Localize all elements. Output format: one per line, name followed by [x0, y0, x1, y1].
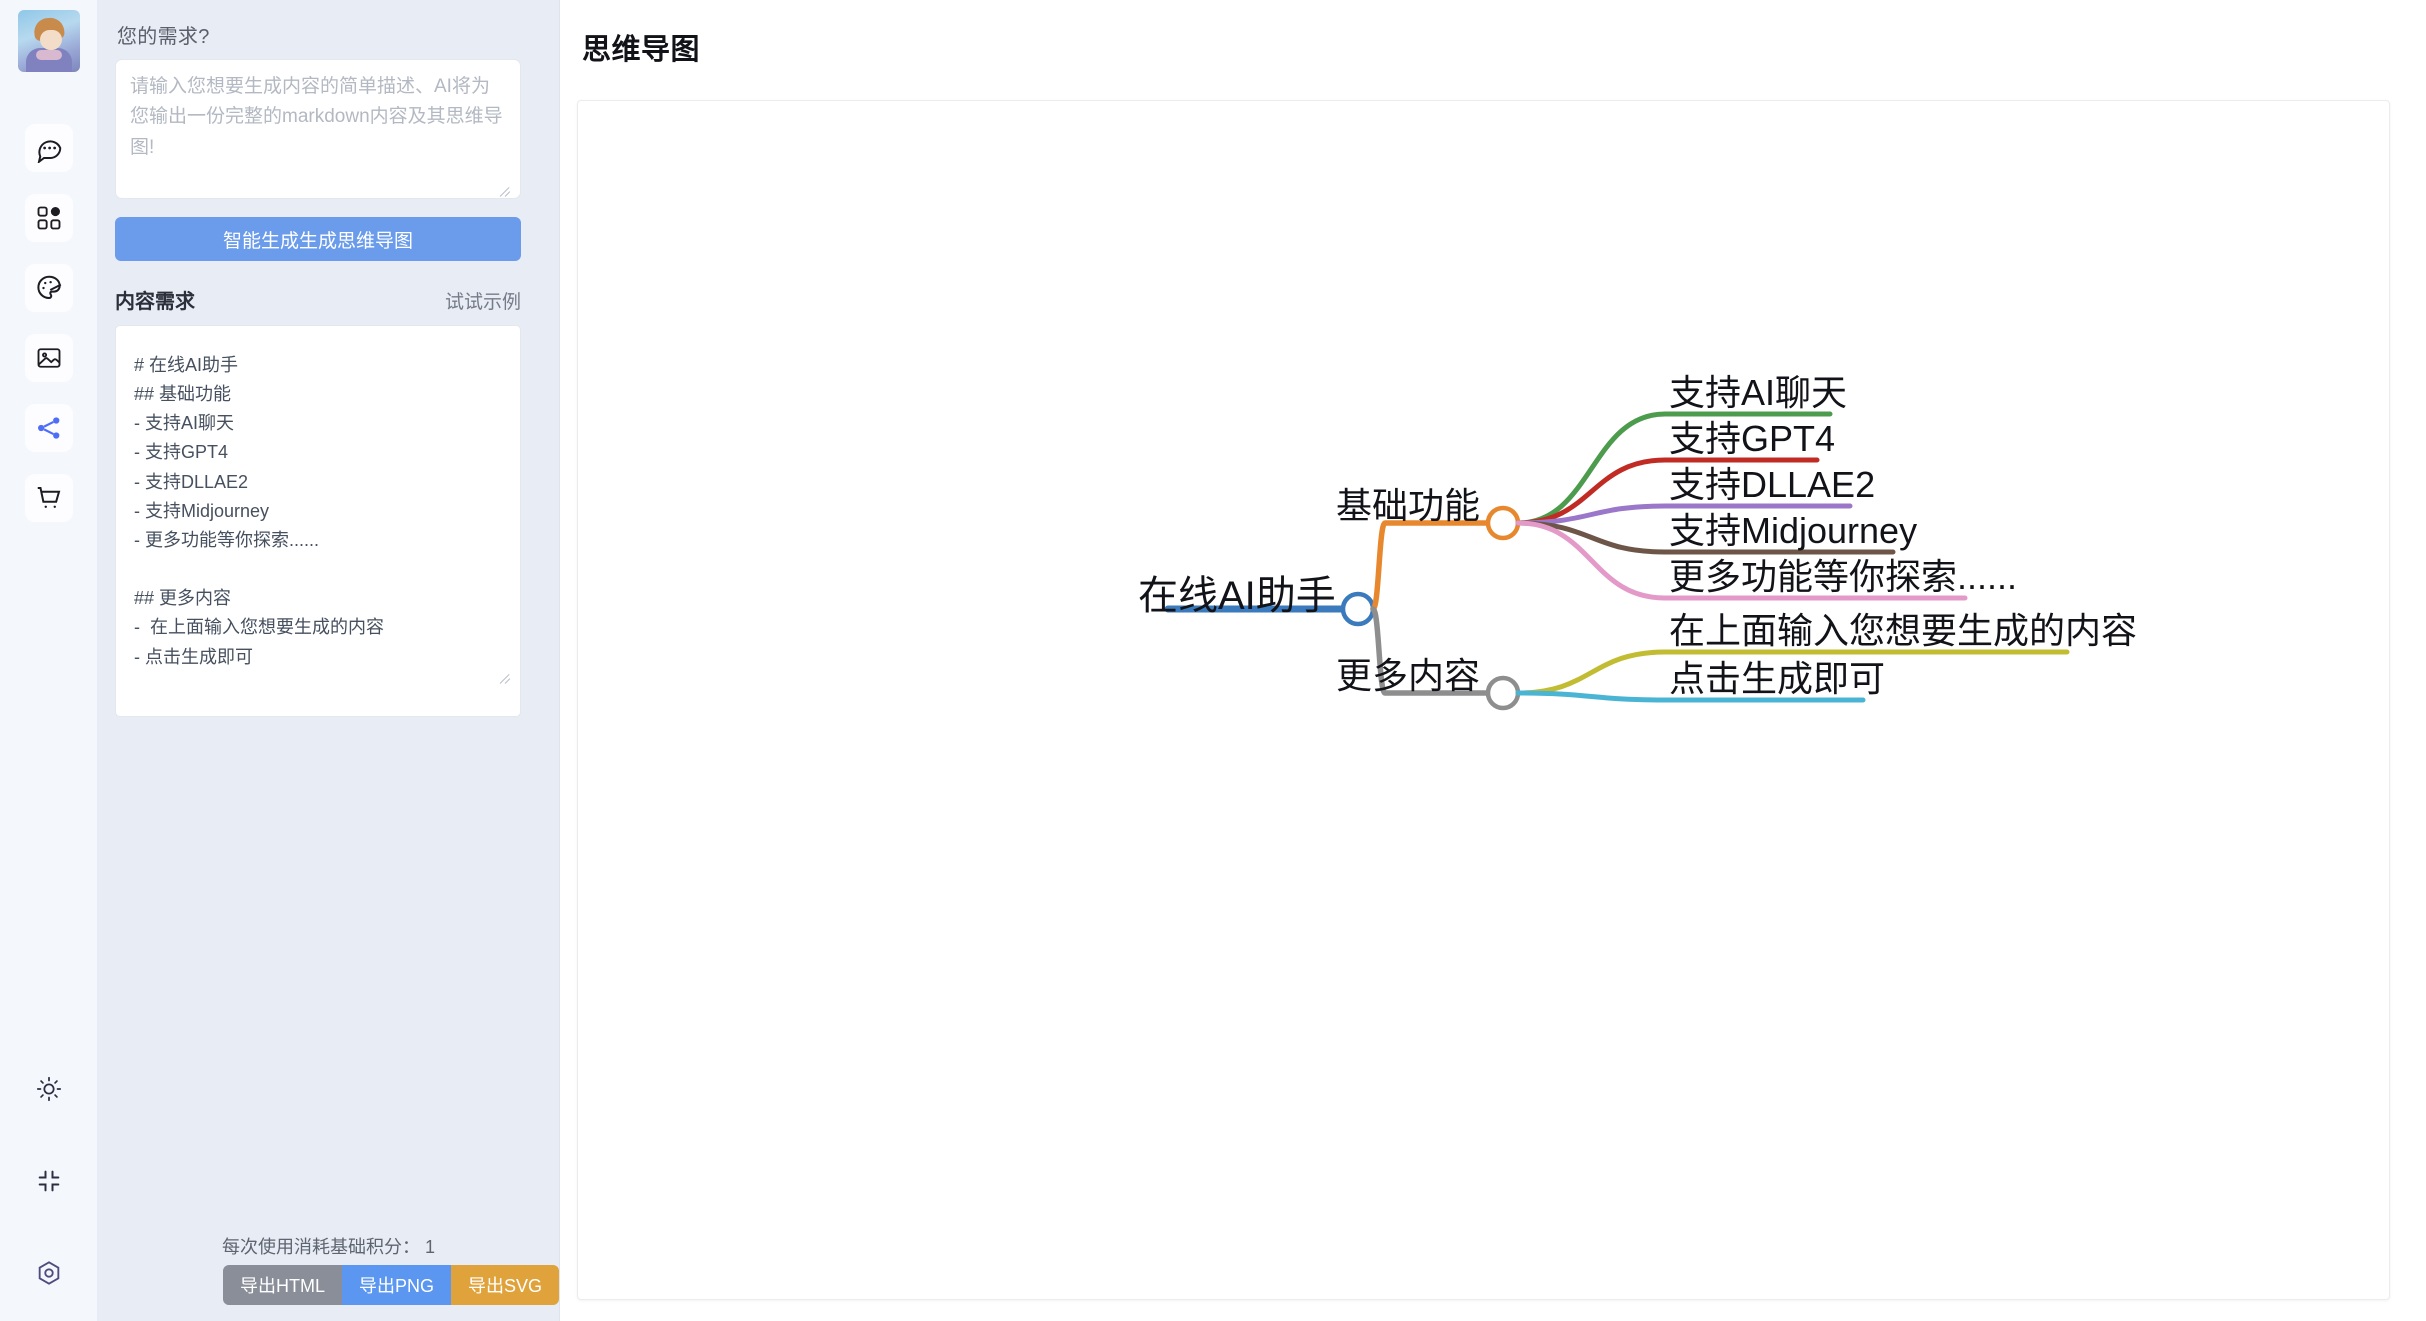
avatar-face — [39, 30, 62, 50]
mindmap-branch — [1515, 520, 1968, 601]
mindmap-node-label[interactable]: 在上面输入您想要生成的内容 — [1669, 610, 2138, 651]
mindmap-branch — [1515, 690, 1866, 703]
content-section-title: 内容需求 — [115, 291, 195, 313]
mindmap-node-label[interactable]: 点击生成即可 — [1669, 658, 1886, 699]
sidebar-item-apps[interactable] — [24, 194, 73, 242]
content-section-header: 内容需求 试试示例 — [115, 285, 521, 314]
page-title: 思维导图 — [582, 34, 701, 66]
sun-icon — [35, 1075, 63, 1103]
config-panel: 您的需求? 智能生成生成思维导图 内容需求 试试示例 # 在线AI助手 ## 基… — [97, 0, 560, 1321]
mindmap-node-label[interactable]: 在线AI助手 — [1138, 574, 1336, 618]
requirement-label: 您的需求? — [117, 26, 210, 48]
mindmap-branch — [1370, 520, 1490, 612]
sidebar-item-chat[interactable] — [24, 124, 73, 172]
mindmap-svg — [1164, 411, 2070, 711]
apps-grid-icon — [35, 204, 63, 232]
theme-toggle-button[interactable] — [25, 1065, 73, 1113]
shopping-cart-icon — [34, 483, 64, 513]
mindmap-node-label[interactable]: 支持AI聊天 — [1669, 372, 1848, 413]
sidebar-item-store[interactable] — [24, 474, 73, 522]
mindmap-node-label[interactable]: 支持DLLAE2 — [1669, 464, 1876, 505]
share-nodes-icon — [35, 414, 63, 442]
main-area: 思维导图 在线AI助手 基础功能 支持AI聊天支持GPT4 支持DLLAE2 支持Mid… — [560, 0, 2426, 1321]
sidebar-item-mindmap[interactable] — [24, 404, 73, 452]
generate-mindmap-button[interactable]: 智能生成生成思维导图 — [115, 217, 521, 261]
export-svg-button[interactable]: 导出SVG — [450, 1265, 559, 1305]
mindmap-node-label[interactable]: 支持Midjourney — [1669, 510, 1918, 551]
rail-icon-list — [24, 124, 73, 522]
avatar[interactable] — [17, 10, 80, 72]
fullscreen-exit-button[interactable] — [25, 1157, 73, 1205]
credits-text: 每次使用消耗基础积分： 1 — [221, 1237, 435, 1257]
sidebar-item-image[interactable] — [24, 334, 73, 382]
mindmap-node-label[interactable]: 基础功能 — [1336, 485, 1481, 526]
prompt-input[interactable] — [115, 59, 521, 199]
mindmap-node-label[interactable]: 支持GPT4 — [1669, 418, 1836, 459]
export-png-button[interactable]: 导出PNG — [341, 1265, 451, 1305]
icon-rail — [0, 0, 97, 1321]
export-button-group: 导出HTML 导出PNG 导出SVG — [223, 1265, 559, 1305]
avatar-scarf — [35, 50, 62, 60]
mindmap-canvas[interactable]: 在线AI助手 基础功能 支持AI聊天支持GPT4 支持DLLAE2 支持Midjourn… — [577, 100, 2390, 1300]
compress-icon — [35, 1167, 63, 1195]
hexagon-gear-icon — [35, 1259, 63, 1287]
mindmap-branch — [1370, 606, 1490, 696]
image-icon — [35, 344, 63, 372]
mindmap-node-dot[interactable] — [1485, 675, 1521, 711]
chat-bubble-icon — [34, 133, 64, 163]
mindmap-node-label[interactable]: 更多内容 — [1336, 655, 1481, 696]
content-input[interactable]: # 在线AI助手 ## 基础功能 - 支持AI聊天 - 支持GPT4 - 支持D… — [115, 325, 521, 717]
try-example-link[interactable]: 试试示例 — [444, 292, 521, 313]
palette-icon — [34, 273, 64, 303]
rail-bottom-icons — [0, 1065, 97, 1297]
mindmap-node-label[interactable]: 更多功能等你探索...... — [1669, 556, 2018, 597]
export-html-button[interactable]: 导出HTML — [223, 1265, 342, 1305]
mindmap-node-dot[interactable] — [1340, 591, 1376, 627]
settings-button[interactable] — [25, 1249, 73, 1297]
mindmap-node-dot[interactable] — [1485, 505, 1521, 541]
sidebar-item-draw[interactable] — [24, 264, 73, 312]
